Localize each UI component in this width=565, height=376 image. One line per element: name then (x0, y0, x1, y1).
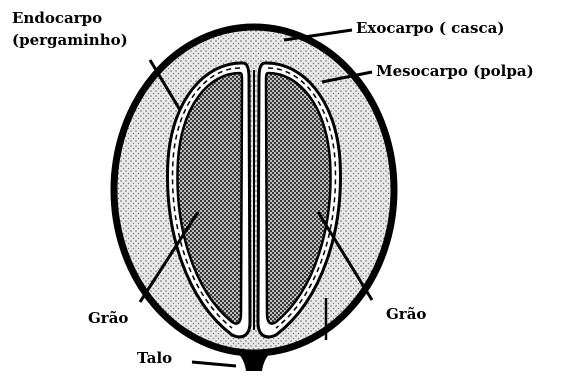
label-pergaminho: (pergaminho) (12, 32, 128, 49)
label-grao-left: Grão (88, 310, 128, 327)
label-mesocarpo: Mesocarpo (polpa) (376, 63, 534, 80)
label-exocarpo: Exocarpo ( casca) (356, 20, 504, 37)
label-talo: Talo (137, 350, 172, 367)
pointer-talo (192, 362, 236, 366)
label-grao-right: Grão (386, 306, 426, 323)
label-endocarpo: Endocarpo (12, 10, 102, 27)
